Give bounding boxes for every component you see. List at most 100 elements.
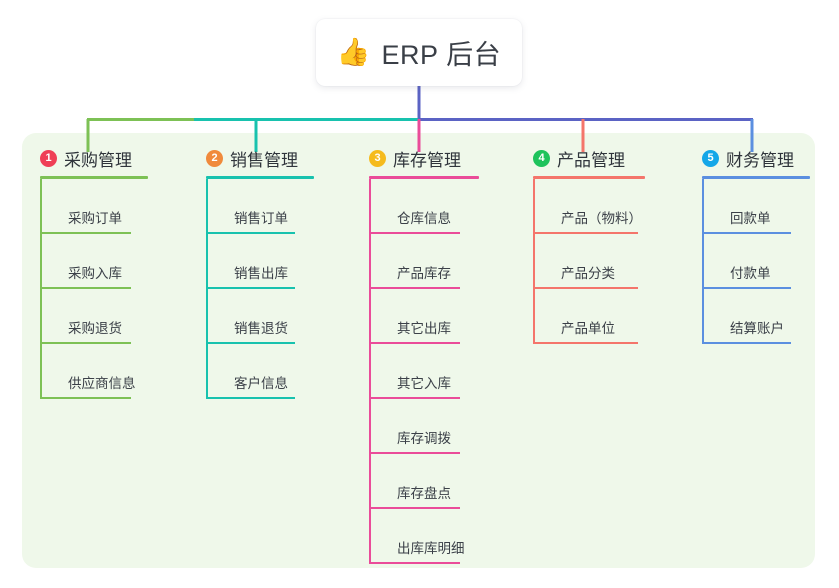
leaf-item-underline [370, 452, 460, 454]
leaf-item-label: 采购订单 [68, 211, 122, 226]
column-spine [369, 179, 371, 564]
leaf-item-label: 其它出库 [397, 321, 451, 336]
leaf-item-label: 销售出库 [234, 266, 288, 281]
leaf-item[interactable]: 库存调拨 [369, 399, 479, 454]
leaf-item[interactable]: 其它入库 [369, 344, 479, 399]
leaf-item[interactable]: 产品单位 [533, 289, 645, 344]
leaf-item-label: 出库库明细 [397, 541, 465, 556]
leaf-item[interactable]: 客户信息 [206, 344, 314, 399]
leaf-item[interactable]: 销售出库 [206, 234, 314, 289]
leaf-item-underline [703, 287, 791, 289]
leaf-item-label: 库存调拨 [397, 431, 451, 446]
leaf-item-label: 回款单 [730, 211, 771, 226]
column-spine [206, 179, 208, 399]
leaf-item-underline [207, 287, 295, 289]
leaf-item-underline [534, 342, 638, 344]
column-title: 财务管理 [726, 151, 794, 170]
leaf-item-label: 产品单位 [561, 321, 615, 336]
leaf-item-label: 产品（物料） [561, 211, 642, 226]
leaf-item[interactable]: 采购入库 [40, 234, 148, 289]
column-spine [533, 179, 535, 344]
leaf-item-label: 付款单 [730, 266, 771, 281]
leaf-item-underline [207, 397, 295, 399]
leaf-item-underline [534, 232, 638, 234]
column-underline [369, 176, 479, 179]
column-spine [702, 179, 704, 344]
leaf-item-underline [207, 342, 295, 344]
root-title: ERP 后台 [381, 40, 502, 70]
leaf-item[interactable]: 其它出库 [369, 289, 479, 344]
leaf-item-label: 采购入库 [68, 266, 122, 281]
leaf-item-underline [703, 232, 791, 234]
leaf-item-label: 库存盘点 [397, 486, 451, 501]
leaf-item[interactable]: 仓库信息 [369, 179, 479, 234]
root-node[interactable]: 👍 ERP 后台 [316, 19, 522, 86]
column-header-3[interactable]: 3 库存管理 [369, 146, 479, 171]
leaf-item-underline [370, 342, 460, 344]
column-items: 采购订单采购入库采购退货供应商信息 [40, 179, 148, 399]
leaf-item[interactable]: 销售退货 [206, 289, 314, 344]
leaf-item[interactable]: 库存盘点 [369, 454, 479, 509]
leaf-item[interactable]: 结算账户 [702, 289, 810, 344]
leaf-item-label: 销售订单 [234, 211, 288, 226]
column-5: 5 财务管理回款单付款单结算账户 [702, 146, 810, 344]
column-underline [702, 176, 810, 179]
leaf-item-underline [534, 287, 638, 289]
column-underline [40, 176, 148, 179]
leaf-item-label: 供应商信息 [68, 376, 136, 391]
diagram-panel [22, 133, 815, 568]
leaf-item[interactable]: 产品库存 [369, 234, 479, 289]
column-underline [533, 176, 645, 179]
leaf-item[interactable]: 付款单 [702, 234, 810, 289]
leaf-item-underline [370, 507, 460, 509]
column-title: 产品管理 [557, 151, 625, 170]
leaf-item-underline [41, 232, 131, 234]
leaf-item-label: 销售退货 [234, 321, 288, 336]
leaf-item-label: 产品分类 [561, 266, 615, 281]
leaf-item-underline [41, 287, 131, 289]
number-badge-icon: 3 [369, 150, 386, 167]
leaf-item-underline [370, 562, 460, 564]
leaf-item-underline [207, 232, 295, 234]
column-title: 库存管理 [393, 151, 461, 170]
leaf-item-underline [41, 342, 131, 344]
thumbs-up-icon: 👍 [336, 37, 371, 67]
leaf-item-label: 其它入库 [397, 376, 451, 391]
column-items: 产品（物料） 产品分类产品单位 [533, 179, 645, 344]
column-4: 4 产品管理产品（物料） 产品分类产品单位 [533, 146, 645, 344]
column-3: 3 库存管理仓库信息产品库存其它出库其它入库库存调拨库存盘点出库库明细 [369, 146, 479, 564]
column-title: 销售管理 [230, 151, 298, 170]
leaf-item-underline [370, 287, 460, 289]
leaf-item-label: 结算账户 [730, 321, 784, 336]
leaf-item[interactable]: 销售订单 [206, 179, 314, 234]
leaf-item[interactable]: 产品（物料） [533, 179, 645, 234]
column-items: 销售订单销售出库销售退货客户信息 [206, 179, 314, 399]
column-spine [40, 179, 42, 399]
leaf-item-label: 采购退货 [68, 321, 122, 336]
leaf-item[interactable]: 出库库明细 [369, 509, 479, 564]
leaf-item[interactable]: 供应商信息 [40, 344, 148, 399]
leaf-item-label: 客户信息 [234, 376, 288, 391]
leaf-item-underline [370, 397, 460, 399]
leaf-item[interactable]: 产品分类 [533, 234, 645, 289]
leaf-item-underline [370, 232, 460, 234]
leaf-item[interactable]: 采购订单 [40, 179, 148, 234]
column-items: 仓库信息产品库存其它出库其它入库库存调拨库存盘点出库库明细 [369, 179, 479, 564]
leaf-item-label: 仓库信息 [397, 211, 451, 226]
leaf-item[interactable]: 采购退货 [40, 289, 148, 344]
column-items: 回款单付款单结算账户 [702, 179, 810, 344]
leaf-item[interactable]: 回款单 [702, 179, 810, 234]
leaf-item-label: 产品库存 [397, 266, 451, 281]
leaf-item-underline [703, 342, 791, 344]
number-badge-icon: 4 [533, 150, 550, 167]
column-header-4[interactable]: 4 产品管理 [533, 146, 645, 171]
column-header-5[interactable]: 5 财务管理 [702, 146, 810, 171]
number-badge-icon: 1 [40, 150, 57, 167]
column-underline [206, 176, 314, 179]
number-badge-icon: 5 [702, 150, 719, 167]
